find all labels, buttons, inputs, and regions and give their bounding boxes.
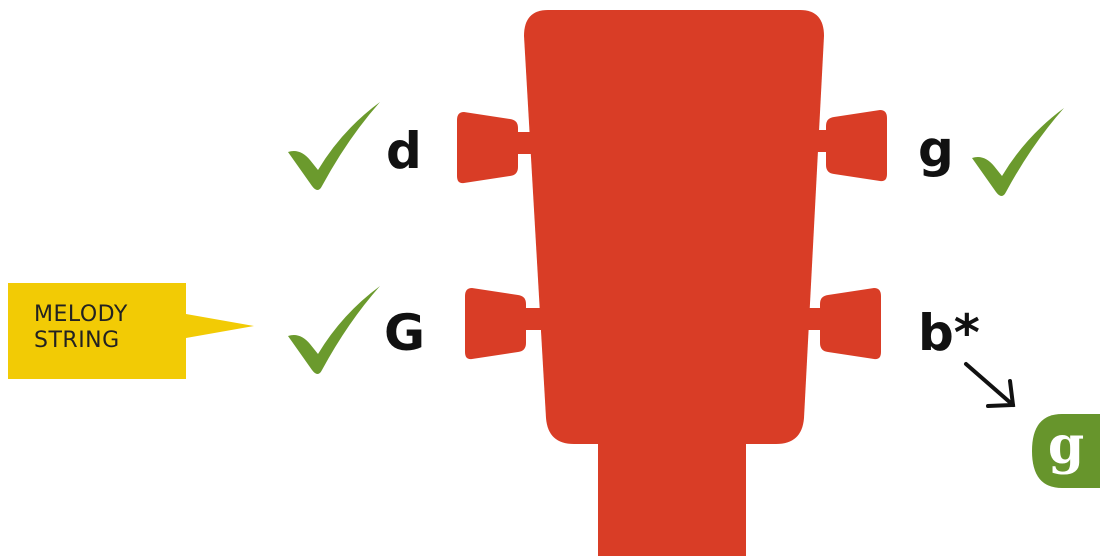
string-label-bottom-right: b* — [918, 304, 980, 362]
tuning-peg-bottom-left — [465, 288, 546, 360]
melody-callout-label: MELODY STRING — [34, 302, 128, 354]
callout-line-1: MELODY — [34, 302, 128, 327]
callout-line-2: STRING — [34, 328, 120, 353]
replacement-badge — [1032, 414, 1100, 488]
headstock — [524, 10, 824, 444]
string-label-bottom-left: G — [384, 304, 426, 362]
replacement-badge-letter: g — [1047, 415, 1085, 476]
tuning-peg-top-right — [808, 110, 887, 182]
arrow-down-right-icon — [964, 362, 1016, 408]
tuning-peg-top-left — [457, 112, 538, 184]
check-icon — [288, 286, 380, 374]
string-label-top-right: g — [918, 120, 954, 178]
tuning-peg-bottom-right — [802, 288, 881, 360]
string-label-top-left: d — [386, 122, 422, 180]
check-icon — [972, 108, 1064, 196]
check-icon — [288, 102, 380, 190]
melody-callout-box — [8, 283, 254, 379]
